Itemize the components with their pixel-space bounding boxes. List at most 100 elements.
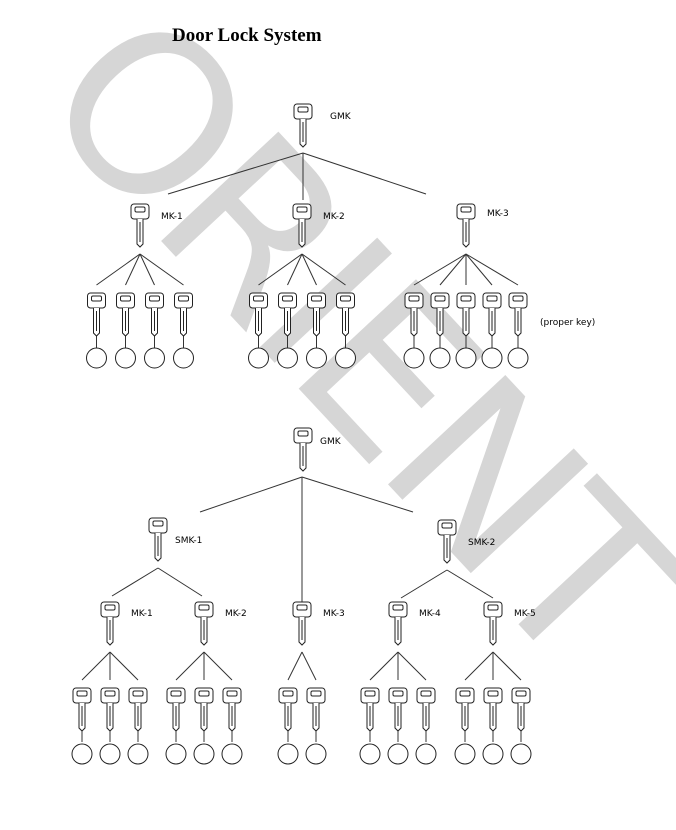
connector-line [81, 651, 111, 681]
connector-line [302, 152, 427, 195]
page-title: Door Lock System [172, 25, 322, 46]
connector-line [96, 253, 141, 286]
connector-line [446, 569, 494, 599]
connector-line [139, 253, 184, 286]
key-icon [456, 292, 476, 337]
lock-circle-icon [277, 347, 298, 369]
connector-line [301, 476, 414, 513]
gmk-label: GMK [320, 437, 342, 447]
connector-line [287, 651, 303, 681]
lock-circle-icon [71, 743, 93, 765]
master-key-label: MK-3 [323, 609, 345, 619]
key-icon [360, 687, 380, 732]
key-icon [511, 687, 531, 732]
lock-circle-icon [305, 743, 327, 765]
connector-lines [81, 152, 522, 742]
connector-line [413, 253, 467, 286]
connector-line [109, 651, 139, 681]
key-icon [388, 601, 408, 646]
lock-circle-icon [115, 347, 136, 369]
key-icon [437, 519, 457, 564]
key-icon [128, 687, 148, 732]
lock-circle-icon [455, 347, 477, 369]
key-icon [483, 687, 503, 732]
connector-line [111, 567, 159, 597]
key-icon [87, 292, 106, 337]
connector-line [492, 651, 522, 681]
lock-circle-icon [306, 347, 327, 369]
connector-line [400, 569, 448, 599]
connector-line [464, 651, 494, 681]
key-icon [130, 203, 150, 248]
key-icon [166, 687, 186, 732]
lock-circle-icon [482, 743, 504, 765]
key-icon [292, 203, 312, 248]
sub-master-key-label: SMK-2 [468, 538, 495, 548]
lock-circle-icon [127, 743, 149, 765]
lock-circle-icon [221, 743, 243, 765]
master-key-label: MK-3 [487, 209, 509, 219]
lock-circle-icon [144, 347, 165, 369]
gmk-label: GMK [330, 112, 352, 122]
connector-line [301, 253, 346, 286]
key-icon [72, 687, 92, 732]
proper-key-note: (proper key) [540, 318, 595, 328]
key-icon [278, 292, 297, 337]
key-icon [508, 292, 528, 337]
connector-line [439, 253, 467, 286]
key-icon [388, 687, 408, 732]
connector-line [397, 651, 427, 681]
key-icon [194, 601, 214, 646]
key-icon [116, 292, 135, 337]
key-icon [430, 292, 450, 337]
connector-line [258, 253, 303, 286]
lock-circle-icon [387, 743, 409, 765]
key-icon [100, 687, 120, 732]
connector-line [175, 651, 205, 681]
gmk-key-icon [293, 103, 313, 148]
lock-circle-icon [507, 347, 529, 369]
lock-circle-icon [173, 347, 194, 369]
master-key-label: MK-1 [131, 609, 153, 619]
key-icon [416, 687, 436, 732]
lock-circle-icon [481, 347, 503, 369]
key-icon [336, 292, 355, 337]
key-icon [194, 687, 214, 732]
master-key-label: MK-5 [514, 609, 536, 619]
lock-circle-icon [99, 743, 121, 765]
key-icon [222, 687, 242, 732]
connector-line [287, 253, 303, 286]
key-icon [483, 601, 503, 646]
connector-line [301, 253, 317, 286]
lock-circle-icon [429, 347, 451, 369]
lock-circle-icon [248, 347, 269, 369]
master-key-label: MK-1 [161, 212, 183, 222]
master-key-label: MK-2 [225, 609, 247, 619]
key-icon [249, 292, 268, 337]
lock-circle-icon [359, 743, 381, 765]
key-icon [148, 517, 168, 562]
key-icon [278, 687, 298, 732]
connector-line [157, 567, 203, 597]
connector-line [139, 253, 155, 286]
lock-circle-icon [510, 743, 532, 765]
key-icon [145, 292, 164, 337]
key-icon [100, 601, 120, 646]
master-key-label: MK-4 [419, 609, 441, 619]
key-icon [456, 203, 476, 248]
gmk-key-icon [293, 427, 313, 472]
key-icon [404, 292, 424, 337]
key-icon [307, 292, 326, 337]
connector-line [465, 253, 519, 286]
key-icon [292, 601, 312, 646]
key-icon [306, 687, 326, 732]
lock-circle-icon [277, 743, 299, 765]
connector-line [203, 651, 233, 681]
connector-line [301, 651, 317, 681]
connector-line [167, 152, 304, 195]
lock-circle-icon [193, 743, 215, 765]
lock-circle-icon [454, 743, 476, 765]
